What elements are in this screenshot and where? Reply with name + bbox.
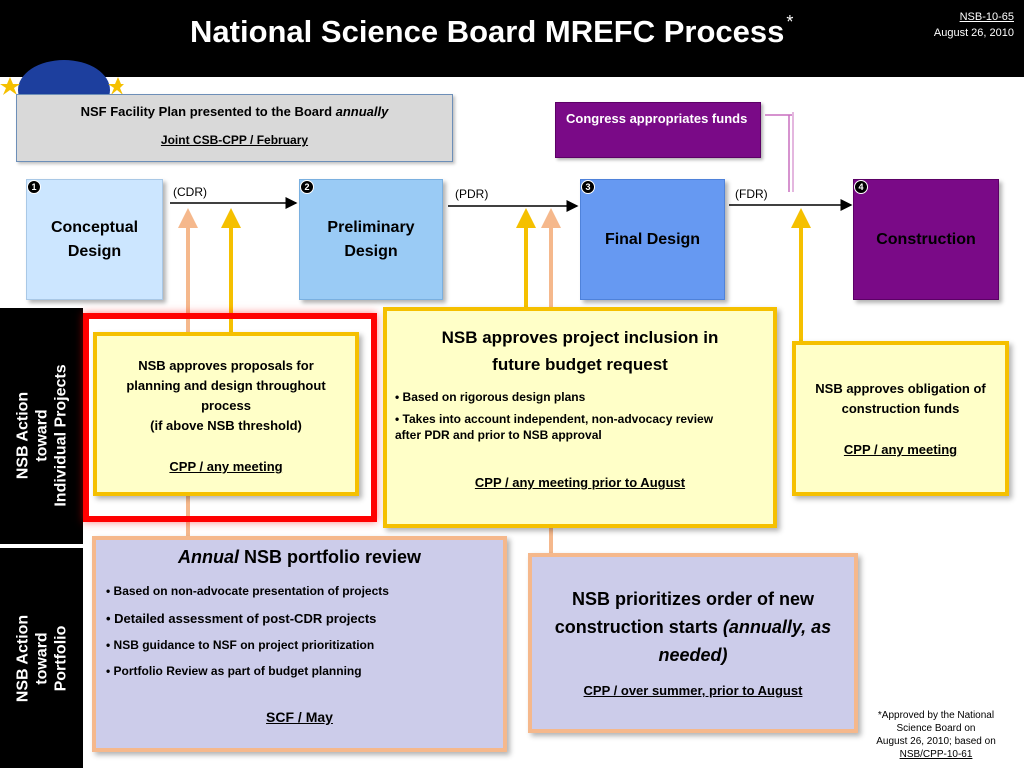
portfolio-review-box: Annual NSB portfolio review • Based on n… <box>92 536 507 752</box>
sidebar-portfolio: NSB Action toward Portfolio <box>0 548 83 768</box>
stage-number-badge: 3 <box>581 180 595 194</box>
highlight-frame <box>83 313 377 522</box>
budget-inclusion-box: NSB approves project inclusion in future… <box>383 307 777 528</box>
sidebar-individual-projects: NSB Action toward Individual Projects <box>0 308 83 544</box>
facility-plan-box: NSF Facility Plan presented to the Board… <box>16 94 453 162</box>
planning-meeting: CPP / any meeting <box>169 459 283 474</box>
milestone-fdr: (FDR) <box>735 187 768 201</box>
inclusion-meeting: CPP / any meeting prior to August <box>474 475 686 490</box>
document-id-link[interactable]: NSB-10-65 <box>959 11 1014 23</box>
stage-construction: Construction <box>853 179 999 300</box>
milestone-pdr: (PDR) <box>455 187 489 201</box>
footnote-doc-link[interactable]: NSB/CPP-10-61 <box>899 749 973 760</box>
obligation-meeting: CPP / any meeting <box>843 442 958 457</box>
header-bar: National Science Board MREFC Process* NS… <box>0 0 1024 77</box>
congress-appropriates-box: Congress appropriates funds <box>555 102 761 158</box>
prioritize-meeting: CPP / over summer, prior to August <box>583 683 803 698</box>
page-title: National Science Board MREFC Process* <box>190 12 794 49</box>
stage-number-badge: 2 <box>300 180 314 194</box>
stage-final-design: Final Design <box>580 179 725 300</box>
stage-number-badge: 4 <box>854 180 868 194</box>
planning-approval-box: NSB approves proposals for planning and … <box>93 332 359 496</box>
portfolio-meeting: SCF / May <box>266 709 333 725</box>
prioritize-box: NSB prioritizes order of new constructio… <box>528 553 858 733</box>
stage-number-badge: 1 <box>27 180 41 194</box>
document-date: August 26, 2010 <box>933 27 1014 39</box>
construction-funds-box: NSB approves obligation of construction … <box>792 341 1009 496</box>
footnote: *Approved by the National Science Board … <box>856 709 1016 761</box>
nsf-logo-icon <box>0 60 124 96</box>
title-footnote-mark: * <box>786 12 794 32</box>
milestone-cdr: (CDR) <box>173 185 207 199</box>
facility-plan-meeting: Joint CSB-CPP / February <box>160 133 309 147</box>
